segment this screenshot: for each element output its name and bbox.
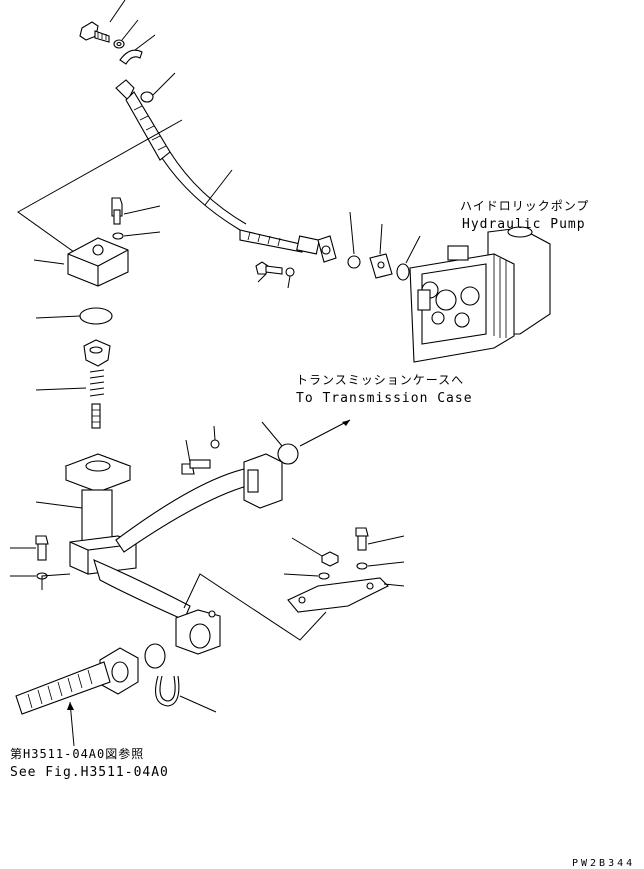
- leader-line: [185, 439, 191, 463]
- leader-line: [123, 231, 161, 237]
- leader-line: [121, 19, 139, 41]
- upper-hose: [125, 91, 247, 231]
- hose-end-fitting: [115, 79, 154, 103]
- bottom-hose: [15, 661, 111, 715]
- vertical-pipe: [64, 453, 132, 551]
- bracket-nut: [321, 551, 339, 567]
- drawing-code: PW2B344: [572, 858, 635, 869]
- leader-line: [405, 235, 421, 264]
- pump-label-jp: ハイドロリックポンプ: [460, 199, 589, 213]
- pump-hose: [239, 229, 337, 263]
- leader-line: [204, 169, 233, 206]
- suction-pipe: [93, 559, 221, 655]
- valve-block: [67, 237, 129, 287]
- transmission-arrow-line: [299, 419, 351, 447]
- transmission-washer: [210, 439, 220, 449]
- valve-gasket: [79, 307, 113, 325]
- base-bolt: [35, 535, 49, 580]
- see-fig-label-en: See Fig.H3511-04A0: [10, 765, 169, 780]
- relief-valve: [83, 339, 111, 429]
- leader-line: [35, 501, 83, 509]
- mounting-bracket: [287, 577, 389, 613]
- leader-line: [379, 223, 383, 255]
- pump-label-en: Hydraulic Pump: [462, 217, 586, 232]
- clamp-half: [119, 49, 143, 65]
- leader-line: [213, 425, 216, 441]
- leader-line: [367, 535, 405, 545]
- leader-bracket: [17, 119, 183, 263]
- flange-bolt: [255, 261, 295, 277]
- transmission-gasket: [277, 443, 299, 465]
- leader-line: [291, 537, 323, 557]
- pump-gasket: [396, 263, 410, 281]
- bracket-washer: [318, 572, 330, 580]
- leader-line: [123, 205, 161, 215]
- leader-line: [287, 275, 291, 289]
- flange-washer: [285, 267, 295, 277]
- leader-line: [33, 259, 65, 265]
- o-ring: [140, 91, 154, 103]
- leader-line: [367, 561, 405, 567]
- transmission-label-en: To Transmission Case: [296, 391, 473, 406]
- leader-line: [152, 72, 176, 96]
- transmission-pipe: [115, 453, 283, 553]
- valve-washer: [112, 232, 124, 240]
- top-washer: [113, 39, 125, 49]
- bracket-bolt: [355, 527, 369, 570]
- top-bolt: [79, 21, 110, 43]
- split-flange: [369, 253, 393, 279]
- leader-line: [261, 421, 283, 447]
- u-clamp: [155, 675, 180, 707]
- leader-line: [283, 573, 319, 577]
- see-fig-label-jp: 第H3511-04A0図参照: [10, 746, 144, 761]
- leader-line: [134, 34, 156, 51]
- leader-line: [383, 583, 405, 587]
- valve-bolt: [111, 197, 124, 240]
- leader-line: [35, 315, 81, 319]
- hydraulic-pump: [409, 226, 551, 363]
- transmission-label-jp: トランスミッションケースへ: [296, 373, 464, 387]
- leader-line: [179, 695, 217, 713]
- leader-line: [257, 273, 267, 283]
- leader-bracket: [41, 573, 71, 590]
- leader-line: [35, 387, 87, 391]
- bottom-o-ring: [144, 643, 166, 669]
- transmission-bolt: [181, 439, 220, 475]
- leader-bracket: [183, 573, 327, 641]
- pump-o-ring: [347, 255, 361, 269]
- bracket-bolt-washer: [356, 562, 368, 570]
- leader-line: [109, 0, 126, 23]
- arrow-head: [67, 702, 74, 710]
- arrow-head: [342, 420, 350, 426]
- leader-line: [349, 211, 355, 255]
